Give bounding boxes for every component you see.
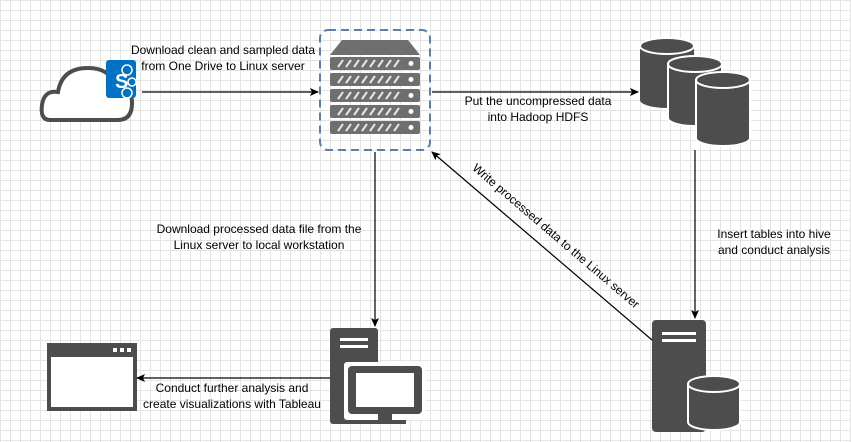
tableau-window-icon	[47, 343, 137, 411]
sharepoint-letter: S	[115, 71, 128, 93]
hive-server-icon	[652, 320, 741, 432]
label-onedrive-to-linux: Download clean and sampled data from One…	[130, 43, 316, 73]
hadoop-hdfs-icon	[639, 37, 751, 147]
label-linux-to-hdfs: Put the uncompressed data into Hadoop HD…	[464, 94, 612, 124]
arrow-hive-to-linux	[431, 151, 653, 341]
onedrive-sharepoint-icon: S	[39, 60, 137, 122]
label-download-processed: Download processed data file from the Li…	[156, 222, 362, 252]
linux-server-icon	[319, 29, 431, 151]
label-tableau: Conduct further analysis and create visu…	[143, 381, 321, 411]
workstation-icon	[330, 328, 426, 424]
label-hive-analysis: Insert tables into hive and conduct anal…	[717, 227, 831, 257]
connectors	[136, 88, 699, 382]
